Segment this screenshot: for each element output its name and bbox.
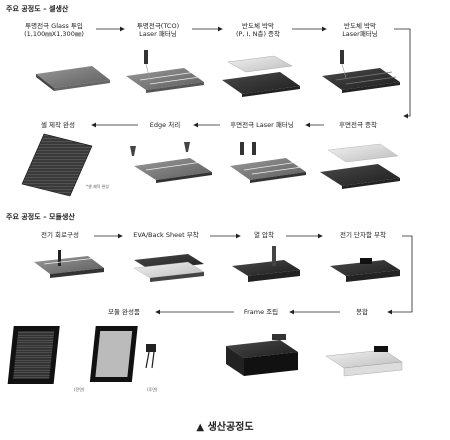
module-back-label: (후면) (147, 387, 158, 392)
module-flow-arrows (94, 233, 413, 315)
glass-panel-illustration (36, 66, 110, 91)
cell-step-5-label: 후면전극 증착 (339, 121, 377, 129)
junction-box-illustration (330, 258, 400, 282)
junction-box-icon (360, 258, 372, 264)
cell-step-7-label: Edge 처리 (149, 121, 181, 129)
figure-caption: ▲ 생산공정도 (196, 422, 254, 433)
cell-step-3-label: 반도체 박막(P, I, N층) 증착 (235, 22, 281, 38)
tco-laser-illustration (126, 50, 204, 93)
cell-complete-note: *셀 제작 완성 (86, 184, 109, 189)
cell-section-heading: 주요 공정도 – 셀생산 (6, 5, 69, 13)
circuit-configuration-illustration (34, 250, 104, 278)
arrow (394, 28, 411, 119)
cell-step-6-label: 후면전극 Laser 패터닝 (230, 121, 294, 129)
lamination-illustration (232, 246, 300, 282)
sealing-illustration (325, 346, 403, 377)
laser-head-icon (252, 142, 256, 155)
module-step-5-label: 봉합 (356, 308, 368, 316)
edge-nozzle-icon (130, 146, 136, 156)
back-electrode-laser-illustration (230, 142, 306, 183)
semiconductor-deposition-illustration (222, 55, 300, 97)
cell-step-1-label: 투명전극 Glass 투입(1,100㎜X1,300㎜) (24, 22, 84, 38)
module-front-label: (전면) (74, 387, 85, 392)
frame-assembly-illustration (226, 334, 298, 376)
module-step-4-label: 전기 단자함 부착 (340, 231, 386, 239)
eva-backsheet-illustration (133, 254, 205, 282)
finished-module-front-illustration (7, 326, 60, 384)
edge-treatment-illustration (130, 142, 212, 183)
semiconductor-laser-illustration (322, 50, 400, 93)
junction-box-icon (146, 344, 156, 352)
cell-flow-arrows (91, 26, 411, 128)
cell-step-2-label: 투명전극(TCO)Laser 패터닝 (136, 22, 180, 38)
module-step-6-label: Frame 조립 (243, 308, 279, 316)
module-step-2-label: EVA/Back Sheet 부착 (133, 231, 199, 239)
module-step-1-label: 전기 회로구성 (41, 231, 79, 239)
arrow (387, 235, 413, 315)
laser-head-icon (240, 142, 244, 155)
finished-cell-illustration (21, 133, 93, 197)
laser-head-icon (340, 50, 344, 64)
cell-step-8-label: 셀 제작 완성 (40, 121, 76, 129)
finished-module-back-illustration (89, 326, 156, 382)
laser-head-icon (144, 50, 148, 64)
back-electrode-deposition-illustration (320, 143, 400, 189)
module-step-7-label: 모듈 완성품 (108, 308, 140, 316)
edge-nozzle-icon (184, 142, 190, 152)
module-section-heading: 주요 공정도 – 모듈생산 (6, 213, 75, 221)
module-step-3-label: 열 압착 (253, 231, 274, 239)
